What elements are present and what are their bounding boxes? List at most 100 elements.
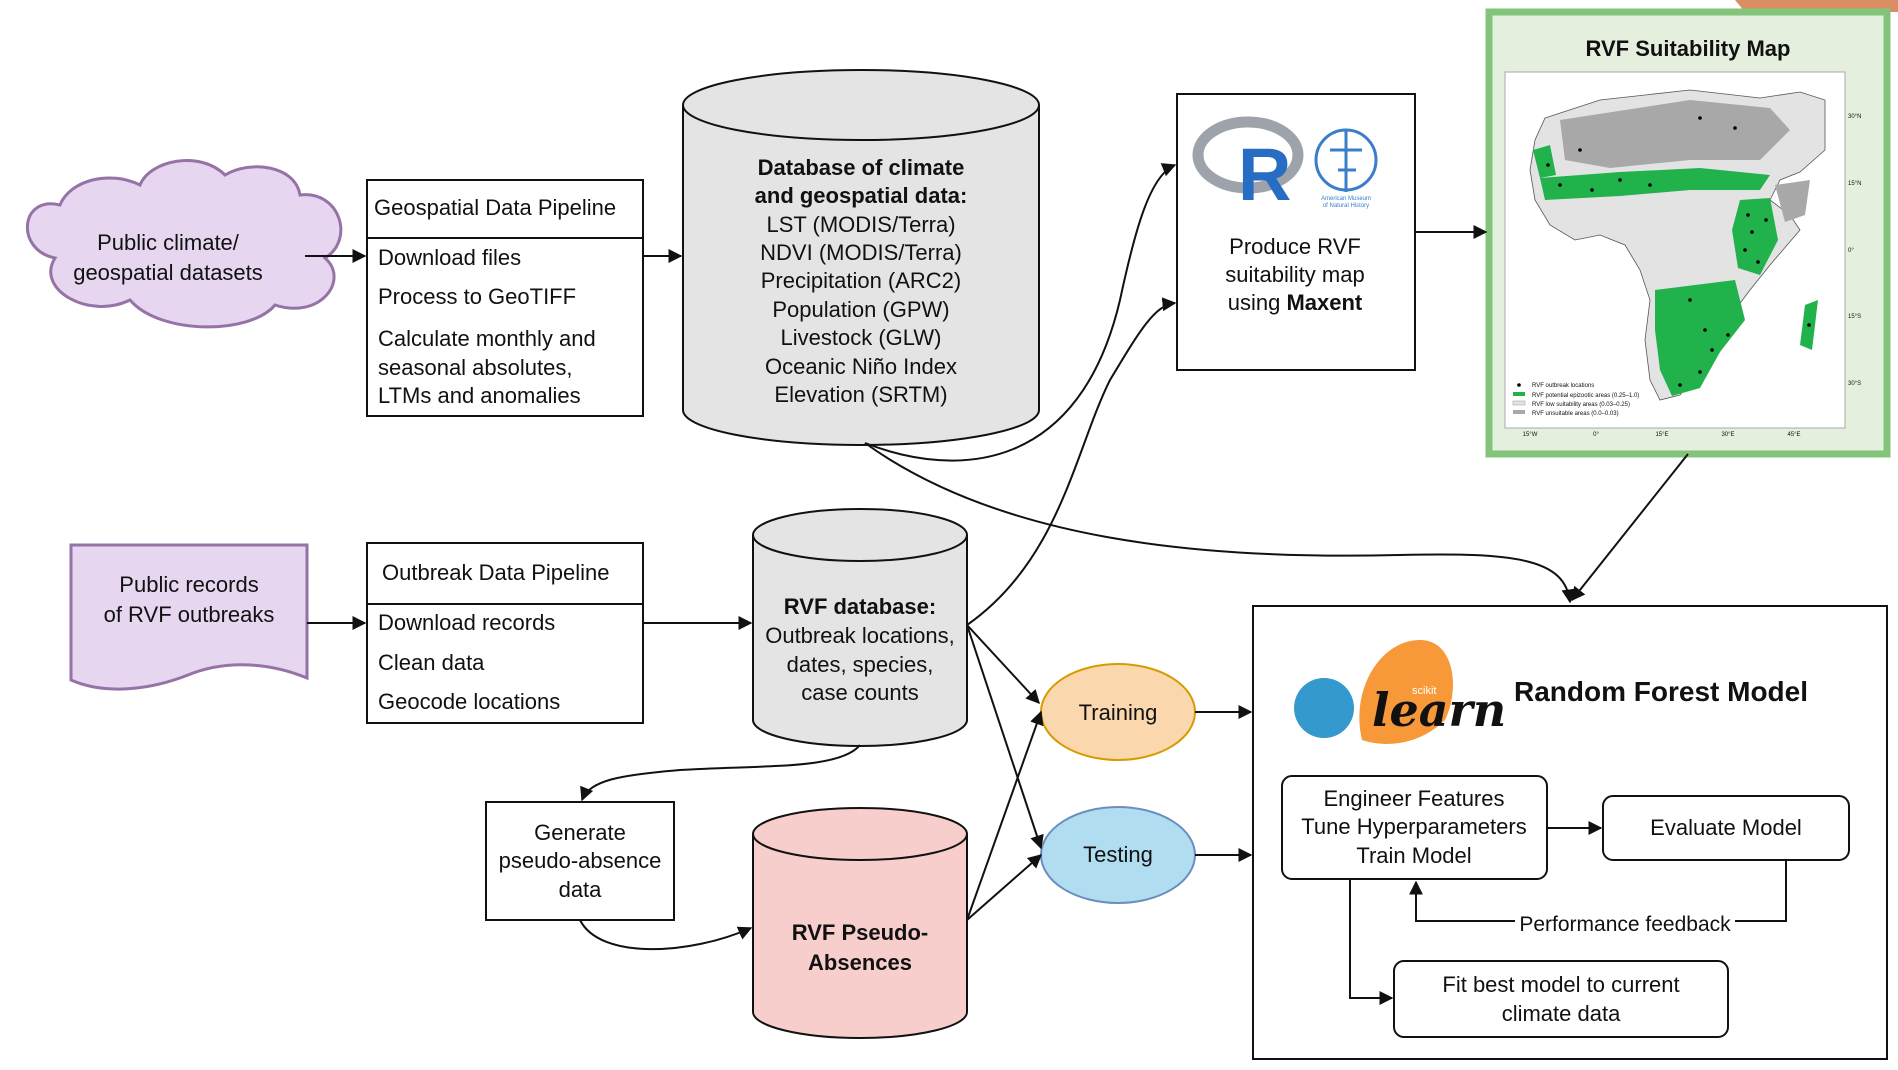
lon-label-15e: 15°E (1655, 432, 1668, 438)
public-climate-datasets-cloud: Public climate/ geospatial datasets (26, 159, 343, 329)
rvf-db-item-1: Outbreak locations, (765, 623, 955, 648)
lat-label-30n: 30°N (1848, 114, 1861, 120)
testing-label: Testing (1083, 842, 1153, 867)
geo-step-calc-3: LTMs and anomalies (378, 383, 581, 408)
geospatial-pipeline-title: Geospatial Data Pipeline (374, 195, 616, 220)
suitable-zone-southern (1655, 280, 1745, 396)
geo-step-calc-2: seasonal absolutes, (378, 355, 572, 380)
lon-label-0: 0° (1593, 432, 1599, 438)
lon-label-30e: 30°E (1721, 432, 1734, 438)
sklearn-logo-icon: scikit learn (1294, 640, 1506, 744)
evaluate-model-box (1602, 795, 1850, 861)
random-forest-container: scikit learn Random Forest Model Enginee… (1252, 605, 1888, 1060)
map-legend: RVF outbreak locations RVF potential epi… (1512, 383, 1639, 417)
outbreak-step-clean: Clean data (378, 650, 485, 675)
geo-step-calc-1: Calculate monthly and (378, 326, 596, 351)
r-logo-letter: R (1238, 133, 1291, 216)
outbreak-pipeline-box: Outbreak Data Pipeline Download records … (366, 542, 644, 724)
lat-label-0: 0° (1848, 248, 1854, 254)
climate-db-item-ndvi: NDVI (MODIS/Terra) (760, 240, 962, 265)
unsuitable-zone-horn (1775, 180, 1810, 222)
arrow-climate-db-to-maxent (864, 163, 1177, 462)
fit-line-1: Fit best model to current (1442, 972, 1679, 997)
rvf-suitability-map-panel: RVF Suitability Map 30°N 15°N 0° 15°S 30… (1485, 8, 1891, 458)
engineer-line-2: Tune Hyperparameters (1301, 814, 1526, 839)
outbreak-pipeline-title: Outbreak Data Pipeline (382, 560, 609, 585)
outbreak-step-download: Download records (378, 610, 555, 635)
rvf-db-item-2: dates, species, (787, 652, 934, 677)
lat-label-30s: 30°S (1848, 381, 1861, 387)
climate-db-item-livestock: Livestock (GLW) (781, 325, 942, 350)
legend-low: RVF low suitability areas (0.03–0.25) (1532, 402, 1630, 408)
maxent-box: R American Museum of Natural History Pro… (1176, 93, 1416, 371)
arrow-engineer-to-fit (1349, 879, 1394, 1005)
fit-best-model-box (1393, 960, 1729, 1038)
lat-label-15s: 15°S (1848, 314, 1861, 320)
climate-db-title-2: and geospatial data: (755, 183, 968, 208)
pseudo-gen-line-2: pseudo-absence (499, 848, 662, 873)
pseudo-gen-line-1: Generate (534, 820, 626, 845)
arrow-pseudo-db-to-testing (966, 854, 1043, 921)
amnh-text-1: American Museum (1321, 196, 1371, 202)
suitable-zone-sahel (1540, 168, 1770, 200)
fit-line-2: climate data (1502, 1001, 1621, 1026)
engineer-line-1: Engineer Features (1324, 786, 1505, 811)
amnh-logo-icon: American Museum of Natural History (1314, 128, 1378, 209)
arrow-rvf-db-to-testing (966, 624, 1044, 850)
lat-label-15n: 15°N (1848, 181, 1861, 187)
maxent-bold-word: Maxent (1286, 290, 1362, 315)
connectors (305, 163, 1689, 951)
climate-database-cylinder: Database of climate and geospatial data:… (682, 69, 1040, 446)
geospatial-pipeline-box: Geospatial Data Pipeline Download files … (366, 179, 644, 417)
feedback-label: Performance feedback (1519, 913, 1731, 936)
suitable-zone-westcoast (1533, 145, 1556, 178)
climate-db-item-lst: LST (MODIS/Terra) (766, 212, 955, 237)
training-label: Training (1079, 700, 1158, 725)
arrow-rvf-db-to-training (966, 624, 1040, 705)
rf-model-title: Random Forest Model (1514, 676, 1808, 707)
arrow-map-to-rf (1571, 453, 1689, 602)
suitable-zone-east (1732, 198, 1778, 275)
unsuitable-zone-sahara (1560, 100, 1790, 168)
maxent-line-1: Produce RVF (1229, 234, 1361, 259)
legend-unsuitable: RVF unsuitable areas (0.0–0.03) (1532, 411, 1619, 417)
climate-db-item-elev: Elevation (SRTM) (774, 382, 947, 407)
pseudo-gen-line-3: data (559, 877, 603, 902)
arrow-rvf-db-to-maxent (966, 297, 1177, 626)
arrow-pseudo-gen-to-pseudo-db (579, 919, 753, 951)
records-label-line-1: Public records (119, 572, 258, 597)
outbreak-points (1546, 116, 1811, 387)
public-records-document: Public records of RVF outbreaks (69, 543, 309, 691)
amnh-text-2: of Natural History (1323, 203, 1369, 209)
sklearn-big-text: learn (1372, 683, 1506, 737)
engineer-line-3: Train Model (1356, 843, 1471, 868)
testing-node: Testing (1040, 806, 1196, 904)
cloud-label-line-1: Public climate/ (97, 230, 240, 255)
pseudo-db-line-1: RVF Pseudo- (792, 920, 929, 945)
arrow-climate-db-to-rf (864, 442, 1576, 604)
climate-db-title-1: Database of climate (758, 155, 965, 180)
training-node: Training (1040, 663, 1196, 761)
legend-outbreak: RVF outbreak locations (1532, 383, 1594, 389)
rvf-db-item-3: case counts (801, 680, 918, 705)
climate-db-item-pop: Population (GPW) (772, 297, 949, 322)
evaluate-label: Evaluate Model (1650, 815, 1802, 840)
outbreak-step-geocode: Geocode locations (378, 689, 560, 714)
pseudo-absences-cylinder: RVF Pseudo- Absences (752, 807, 968, 1039)
maxent-line-3: using Maxent (1228, 290, 1363, 315)
lon-label-45e: 45°E (1787, 432, 1800, 438)
lon-label-15w: 15°W (1523, 432, 1538, 438)
rvf-db-title: RVF database: (784, 594, 936, 619)
climate-db-item-oni: Oceanic Niño Index (765, 354, 957, 379)
arrow-pseudo-db-to-training (966, 710, 1044, 921)
arrow-rvf-db-to-pseudo-gen (580, 744, 861, 802)
sklearn-small-text: scikit (1412, 685, 1436, 697)
generate-pseudo-absence-box: Generate pseudo-absence data (485, 801, 675, 921)
climate-db-item-precip: Precipitation (ARC2) (761, 268, 962, 293)
geo-step-geotiff: Process to GeoTIFF (378, 284, 576, 309)
legend-high: RVF potential epizootic areas (0.25–1.0) (1532, 393, 1639, 399)
r-logo-icon: R (1192, 116, 1304, 216)
cloud-label-line-2: geospatial datasets (73, 260, 263, 285)
records-label-line-2: of RVF outbreaks (104, 602, 275, 627)
